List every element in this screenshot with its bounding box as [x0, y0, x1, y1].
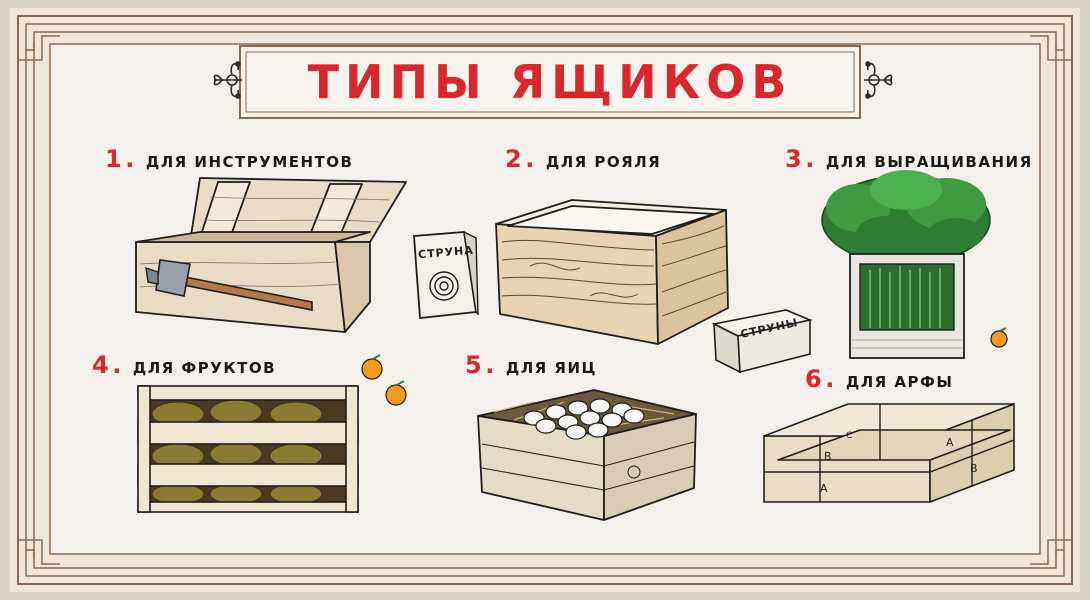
harp-letter-c: C [846, 431, 852, 441]
ornament-icon [864, 61, 893, 99]
label-harp-box: 6.ДЛЯ АРФЫ [805, 365, 954, 393]
harp-letter-b: B [970, 462, 978, 475]
harp-box-illustration: A A B B C [763, 403, 1015, 503]
egg-box-illustration [477, 389, 697, 521]
growing-box-illustration [821, 170, 991, 359]
tool-box-illustration [135, 177, 407, 333]
harp-letter-a: A [820, 482, 828, 495]
harp-letter-b: B [824, 450, 832, 463]
string-box-illustration [711, 309, 813, 374]
string-packet-illustration [413, 230, 479, 319]
piano-box-illustration [495, 199, 729, 345]
label-tool-box: 1.ДЛЯ ИНСТРУМЕНТОВ [105, 145, 354, 173]
harp-letter-a: A [946, 436, 954, 449]
label-egg-box: 5.ДЛЯ ЯИЦ [465, 351, 597, 379]
label-fruit-box: 4.ДЛЯ ФРУКТОВ [92, 351, 277, 379]
orange-icon [385, 380, 407, 406]
hammer-icon [145, 259, 313, 311]
plant-icon [821, 170, 991, 265]
fruit-box-illustration [137, 385, 359, 513]
label-growing-box: 3.ДЛЯ ВЫРАЩИВАНИЯ [785, 145, 1033, 173]
page-title: ТИПЫ ЯЩИКОВ [307, 55, 793, 109]
orange-icon [361, 354, 383, 380]
ornament-icon [213, 61, 242, 99]
orange-icon [990, 327, 1008, 348]
string-coil-icon [429, 271, 459, 301]
label-piano-box: 2.ДЛЯ РОЯЛЯ [505, 145, 662, 173]
egg-icon [523, 398, 645, 440]
